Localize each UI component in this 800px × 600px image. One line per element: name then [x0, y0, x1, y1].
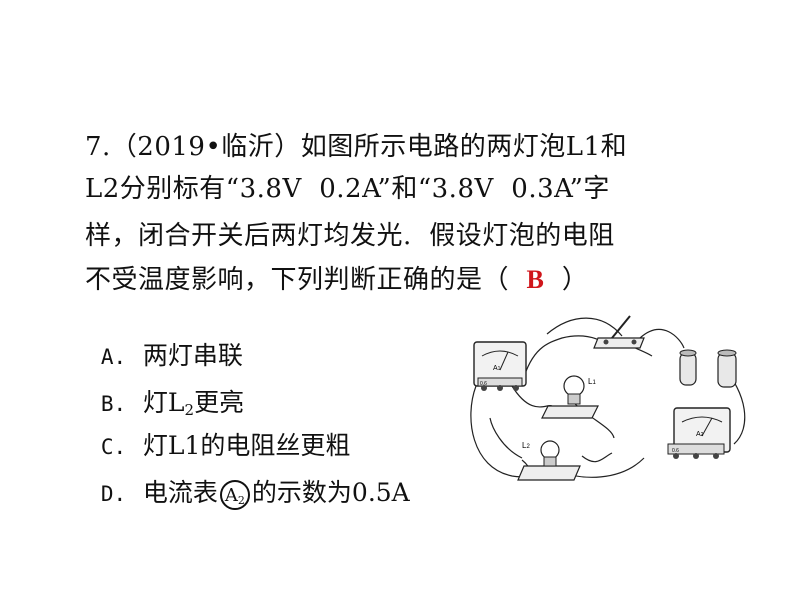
meter1-label: A1	[493, 365, 501, 372]
option-b-text-end: 更亮	[194, 388, 245, 417]
option-c[interactable]: C. 灯L1的电阻丝更粗	[85, 401, 351, 462]
lamp2-label: L2	[522, 441, 530, 450]
option-c-text: 灯L1的电阻丝更粗	[142, 431, 351, 460]
circuit-figure: A1 0.6 L1 A2 0.6 L2	[470, 315, 746, 481]
meter2-subscript: 2	[701, 432, 704, 438]
ammeter-a1: A1 0.6	[473, 341, 527, 391]
question-line-3: 样，闭合开关后两灯均发光. 假设灯泡的电阻	[85, 221, 615, 251]
option-a-text: 两灯串联	[142, 341, 243, 370]
option-b[interactable]: B. 灯L2更亮	[85, 358, 244, 425]
ammeter-a2: A2 0.6	[667, 407, 731, 459]
question-line-1: 7.（2019•临沂）如图所示电路的两灯泡L1和	[85, 132, 628, 162]
lamp1-subscript: 1	[592, 380, 596, 386]
ammeter-symbol-subscript: 2	[237, 493, 245, 507]
question-line-4: 不受温度影响，下列判断正确的是（ B ）	[85, 264, 588, 296]
battery-1	[679, 349, 697, 386]
option-b-text: 灯L	[142, 388, 185, 417]
meter2-letter: A	[696, 431, 701, 438]
lamp1-label: L1	[588, 377, 596, 386]
switch	[593, 315, 645, 349]
option-a-letter: A.	[100, 345, 127, 369]
ammeter-a2-symbol: A2	[219, 479, 250, 510]
lamp2-subscript: 2	[526, 444, 530, 450]
option-c-letter: C.	[100, 435, 127, 459]
ammeter-symbol-letter: A	[224, 484, 238, 506]
question-line-2: L2分别标有“3.8V 0.2A”和“3.8V 0.3A”字	[85, 174, 610, 204]
battery-2	[717, 349, 737, 388]
lamp-l1: L1	[541, 375, 599, 419]
lamp2-letter: L	[522, 441, 527, 450]
question-line-4-close: ）	[544, 265, 589, 295]
meter2-scale: 0.6	[672, 448, 679, 454]
option-b-subscript: 2	[184, 401, 195, 419]
answer-mark: B	[526, 265, 545, 294]
lamp1-letter: L	[588, 377, 593, 386]
option-d-text-end: 的示数为0.5A	[251, 478, 410, 507]
option-b-letter: B.	[100, 392, 127, 416]
option-d-text: 电流表	[142, 478, 218, 507]
lamp-l2: L2	[517, 440, 581, 481]
meter2-label: A2	[696, 431, 704, 438]
meter1-subscript: 1	[498, 366, 501, 372]
meter1-scale: 0.6	[480, 381, 487, 387]
meter1-letter: A	[493, 365, 498, 372]
option-d-letter: D.	[100, 482, 127, 506]
option-a[interactable]: A. 两灯串联	[85, 311, 243, 372]
question-line-4-text: 不受温度影响，下列判断正确的是（	[85, 265, 527, 295]
